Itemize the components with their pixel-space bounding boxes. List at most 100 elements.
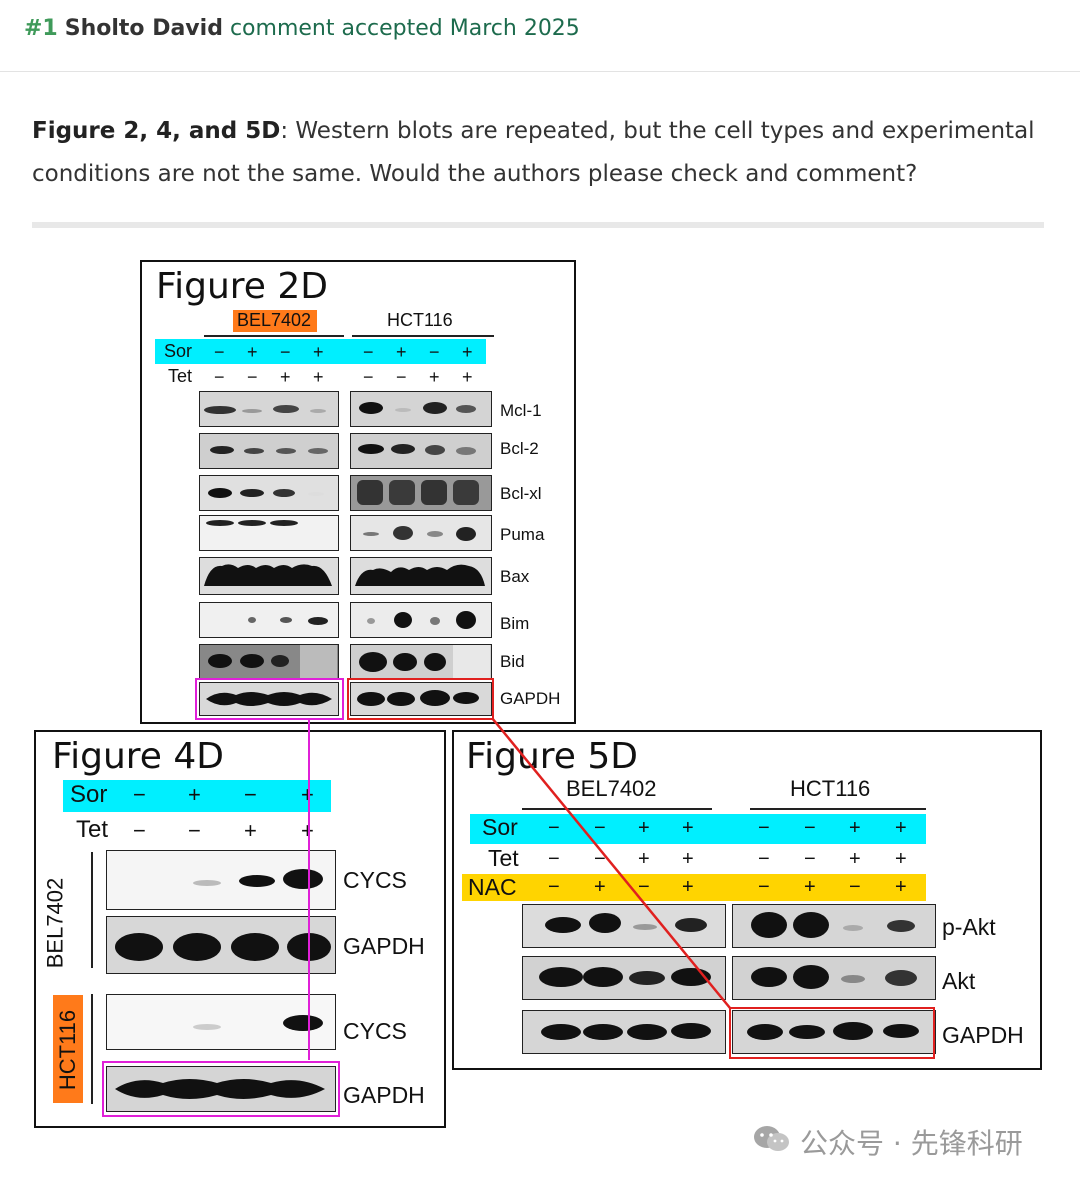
- fig4d-tet-sign: −: [133, 818, 146, 843]
- fig5d-group-line-1: [522, 808, 712, 810]
- bel7402-highlight: [233, 310, 317, 332]
- fig4d-group-line-2: [91, 994, 93, 1104]
- fig5d-sor-sign: −: [594, 817, 606, 839]
- comment-header-text: #1 Sholto David comment accepted March 2…: [24, 16, 580, 41]
- fig2d-blot-mcl1-hct: [350, 391, 492, 427]
- fig2d-group-hct116: HCT116: [387, 310, 453, 330]
- fig2d-blot-bim-bel: [199, 602, 339, 638]
- fig4d-band-label: GAPDH: [343, 933, 425, 959]
- watermark-text: 公众号 · 先锋科研: [800, 1127, 1023, 1160]
- fig2d-band-label: Puma: [500, 525, 545, 544]
- fig5d-nac-sign: +: [682, 876, 694, 898]
- fig4d-band-label: CYCS: [343, 1018, 407, 1044]
- fig5d-tet-sign: −: [594, 848, 606, 870]
- comment-text: : Western blots are repeated, but the ce…: [32, 118, 1035, 187]
- fig2d-group-line-1: [204, 335, 344, 337]
- fig2d-band-label: Bim: [500, 614, 530, 633]
- fig2d-band-label: GAPDH: [500, 689, 561, 708]
- fig5d-blot-akt-hct: [732, 956, 936, 1000]
- fig5d-tet-label: Tet: [488, 845, 519, 871]
- fig2d-blot-bclxl-bel: [199, 475, 339, 511]
- fig2d-blot-puma-bel: [199, 515, 339, 551]
- fig2d-group-line-2: [352, 335, 494, 337]
- comment-status: comment accepted March 2025: [229, 16, 580, 41]
- fig5d-nac-sign: −: [849, 876, 861, 898]
- fig5d-nac-sign: +: [594, 876, 606, 898]
- fig2d-band-label: Bcl-xl: [500, 484, 542, 503]
- fig4d-group-bel7402: BEL7402: [42, 877, 68, 969]
- fig2d-tet-sign: −: [396, 367, 407, 387]
- fig2d-group-bel7402: BEL7402: [237, 310, 312, 330]
- fig2d-tet-sign: −: [247, 367, 258, 387]
- fig5d-tet-sign: −: [548, 848, 560, 870]
- comment-author[interactable]: Sholto David: [64, 16, 223, 41]
- fig4d-group-line-1: [91, 852, 93, 968]
- fig2d-sor-highlight: [155, 339, 486, 364]
- fig4d-sor-highlight: [63, 780, 331, 812]
- fig5d-tet-sign: +: [849, 848, 861, 870]
- fig2d-band-label: Bcl-2: [500, 439, 539, 458]
- fig5d-sor-sign: −: [548, 817, 560, 839]
- fig2d-sor-sign: −: [363, 342, 374, 362]
- fig5d-group-bel7402: BEL7402: [566, 776, 657, 801]
- comment-body: Figure 2, 4, and 5D: Western blots are r…: [32, 110, 1042, 196]
- comment-figure-ref: Figure 2, 4, and 5D: [32, 118, 281, 144]
- fig2d-sor-sign: −: [214, 342, 225, 362]
- fig5d-blot-gapdh-bel: [522, 1010, 726, 1054]
- fig4d-group-hct116: HCT116: [55, 1009, 81, 1091]
- fig2d-blot-gapdh-bel: [199, 682, 339, 716]
- fig4d-blot-gapdh-bel: [106, 916, 336, 974]
- section-divider: [32, 222, 1044, 228]
- fig2d-tet-sign: +: [313, 367, 324, 387]
- figure-4d-panel: Figure 4D Sor Tet − + − + − − + + BEL740…: [34, 730, 446, 1128]
- comment-number: #1: [24, 16, 58, 41]
- fig5d-nac-sign: −: [638, 876, 650, 898]
- fig2d-tet-sign: +: [429, 367, 440, 387]
- fig2d-blot-mcl1-bel: [199, 391, 339, 427]
- fig5d-tet-sign: +: [895, 848, 907, 870]
- fig5d-group-hct116: HCT116: [790, 776, 871, 801]
- fig2d-blot-gapdh-hct: [350, 682, 492, 716]
- fig2d-sor-sign: +: [247, 342, 258, 362]
- fig2d-sor-label: Sor: [164, 341, 193, 361]
- fig5d-band-label: Akt: [942, 968, 976, 994]
- fig2d-tet-sign: +: [462, 367, 473, 387]
- fig2d-blot-bcl2-bel: [199, 433, 339, 469]
- fig5d-nac-sign: −: [548, 876, 560, 898]
- fig4d-sor-sign: −: [244, 782, 257, 807]
- figure-5d-panel: Figure 5D BEL7402 HCT116 Sor Tet NAC − −…: [452, 730, 1042, 1070]
- wechat-icon: [754, 1126, 789, 1151]
- fig5d-tet-sign: +: [682, 848, 694, 870]
- fig2d-band-label: Mcl-1: [500, 401, 542, 420]
- figure-2d-panel: Figure 2D BEL7402 HCT116 Sor Tet − + − +…: [140, 260, 576, 724]
- figure-4d-title: Figure 4D: [52, 736, 224, 777]
- fig2d-blot-bax-hct: [350, 557, 492, 595]
- fig4d-band-label: CYCS: [343, 867, 407, 893]
- fig4d-sor-label: Sor: [70, 781, 108, 808]
- fig2d-blot-bim-hct: [350, 602, 492, 638]
- fig5d-nac-sign: +: [804, 876, 816, 898]
- fig5d-blot-pakt-bel: [522, 904, 726, 948]
- fig5d-sor-sign: −: [804, 817, 816, 839]
- fig2d-tet-label: Tet: [168, 366, 193, 386]
- fig5d-band-label: p-Akt: [942, 914, 996, 940]
- fig5d-gapdh-red-box: [729, 1007, 935, 1059]
- fig4d-gapdh-magenta-box: [102, 1061, 340, 1117]
- fig4d-sor-sign: +: [301, 782, 314, 807]
- fig4d-blot-cycs-bel: [106, 850, 336, 910]
- fig2d-blot-bax-bel: [199, 557, 339, 595]
- hct116-highlight: [53, 995, 83, 1103]
- fig5d-tet-sign: −: [758, 848, 770, 870]
- fig5d-blot-gapdh-hct: [732, 1010, 936, 1054]
- fig2d-sor-sign: +: [313, 342, 324, 362]
- fig2d-tet-sign: −: [214, 367, 225, 387]
- fig2d-sor-sign: +: [396, 342, 407, 362]
- fig5d-sor-sign: +: [682, 817, 694, 839]
- fig2d-sor-sign: −: [429, 342, 440, 362]
- fig2d-band-label: Bax: [500, 567, 530, 586]
- fig5d-nac-sign: −: [758, 876, 770, 898]
- fig4d-tet-label: Tet: [76, 816, 109, 843]
- fig5d-blot-pakt-hct: [732, 904, 936, 948]
- fig4d-blot-gapdh-hct: [106, 1066, 336, 1112]
- fig2d-band-label: Bid: [500, 652, 525, 671]
